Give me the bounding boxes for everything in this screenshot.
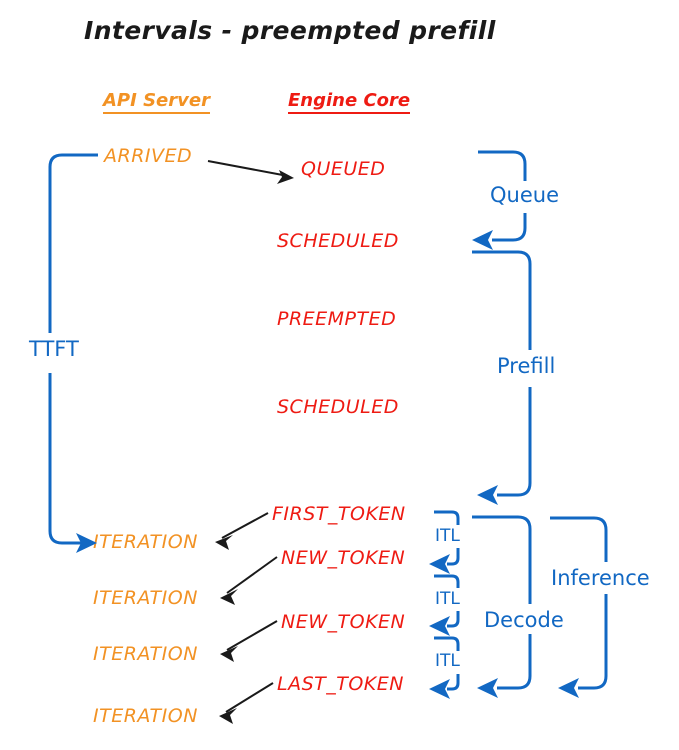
event-new-token-2: NEW_TOKEN (281, 611, 406, 633)
interval-label-inference: Inference (548, 566, 653, 590)
column-header-engine-core: Engine Core (288, 90, 411, 114)
event-first-token: FIRST_TOKEN (272, 503, 406, 525)
event-scheduled-2: SCHEDULED (277, 396, 399, 418)
column-header-api-server: API Server (103, 90, 210, 114)
arrow-new-token-1-to-iteration (220, 556, 278, 605)
event-preempted: PREEMPTED (277, 308, 397, 330)
event-iteration-2: ITERATION (93, 587, 198, 609)
event-arrived: ARRIVED (104, 145, 193, 167)
page-title: Intervals - preempted prefill (84, 16, 496, 45)
event-last-token: LAST_TOKEN (277, 673, 404, 695)
arrow-arrived-to-queued (207, 160, 294, 184)
event-queued: QUEUED (301, 158, 386, 180)
interval-label-itl-3: ITL (434, 651, 461, 671)
event-iteration-4: ITERATION (93, 705, 198, 727)
interval-label-ttft: TTFT (26, 337, 82, 361)
interval-label-prefill: Prefill (494, 354, 559, 378)
event-iteration-1: ITERATION (93, 531, 198, 553)
event-new-token-1: NEW_TOKEN (281, 547, 406, 569)
interval-label-decode: Decode (481, 608, 567, 632)
arrow-first-token-to-iteration (215, 512, 269, 550)
arrow-last-token-to-iteration (219, 682, 274, 724)
arrow-new-token-2-to-iteration (220, 620, 278, 662)
event-iteration-3: ITERATION (93, 643, 198, 665)
bracket-prefill (472, 250, 532, 505)
interval-label-itl-1: ITL (434, 526, 461, 546)
interval-label-queue: Queue (487, 183, 562, 207)
event-scheduled-1: SCHEDULED (277, 230, 399, 252)
interval-label-itl-2: ITL (434, 589, 461, 609)
